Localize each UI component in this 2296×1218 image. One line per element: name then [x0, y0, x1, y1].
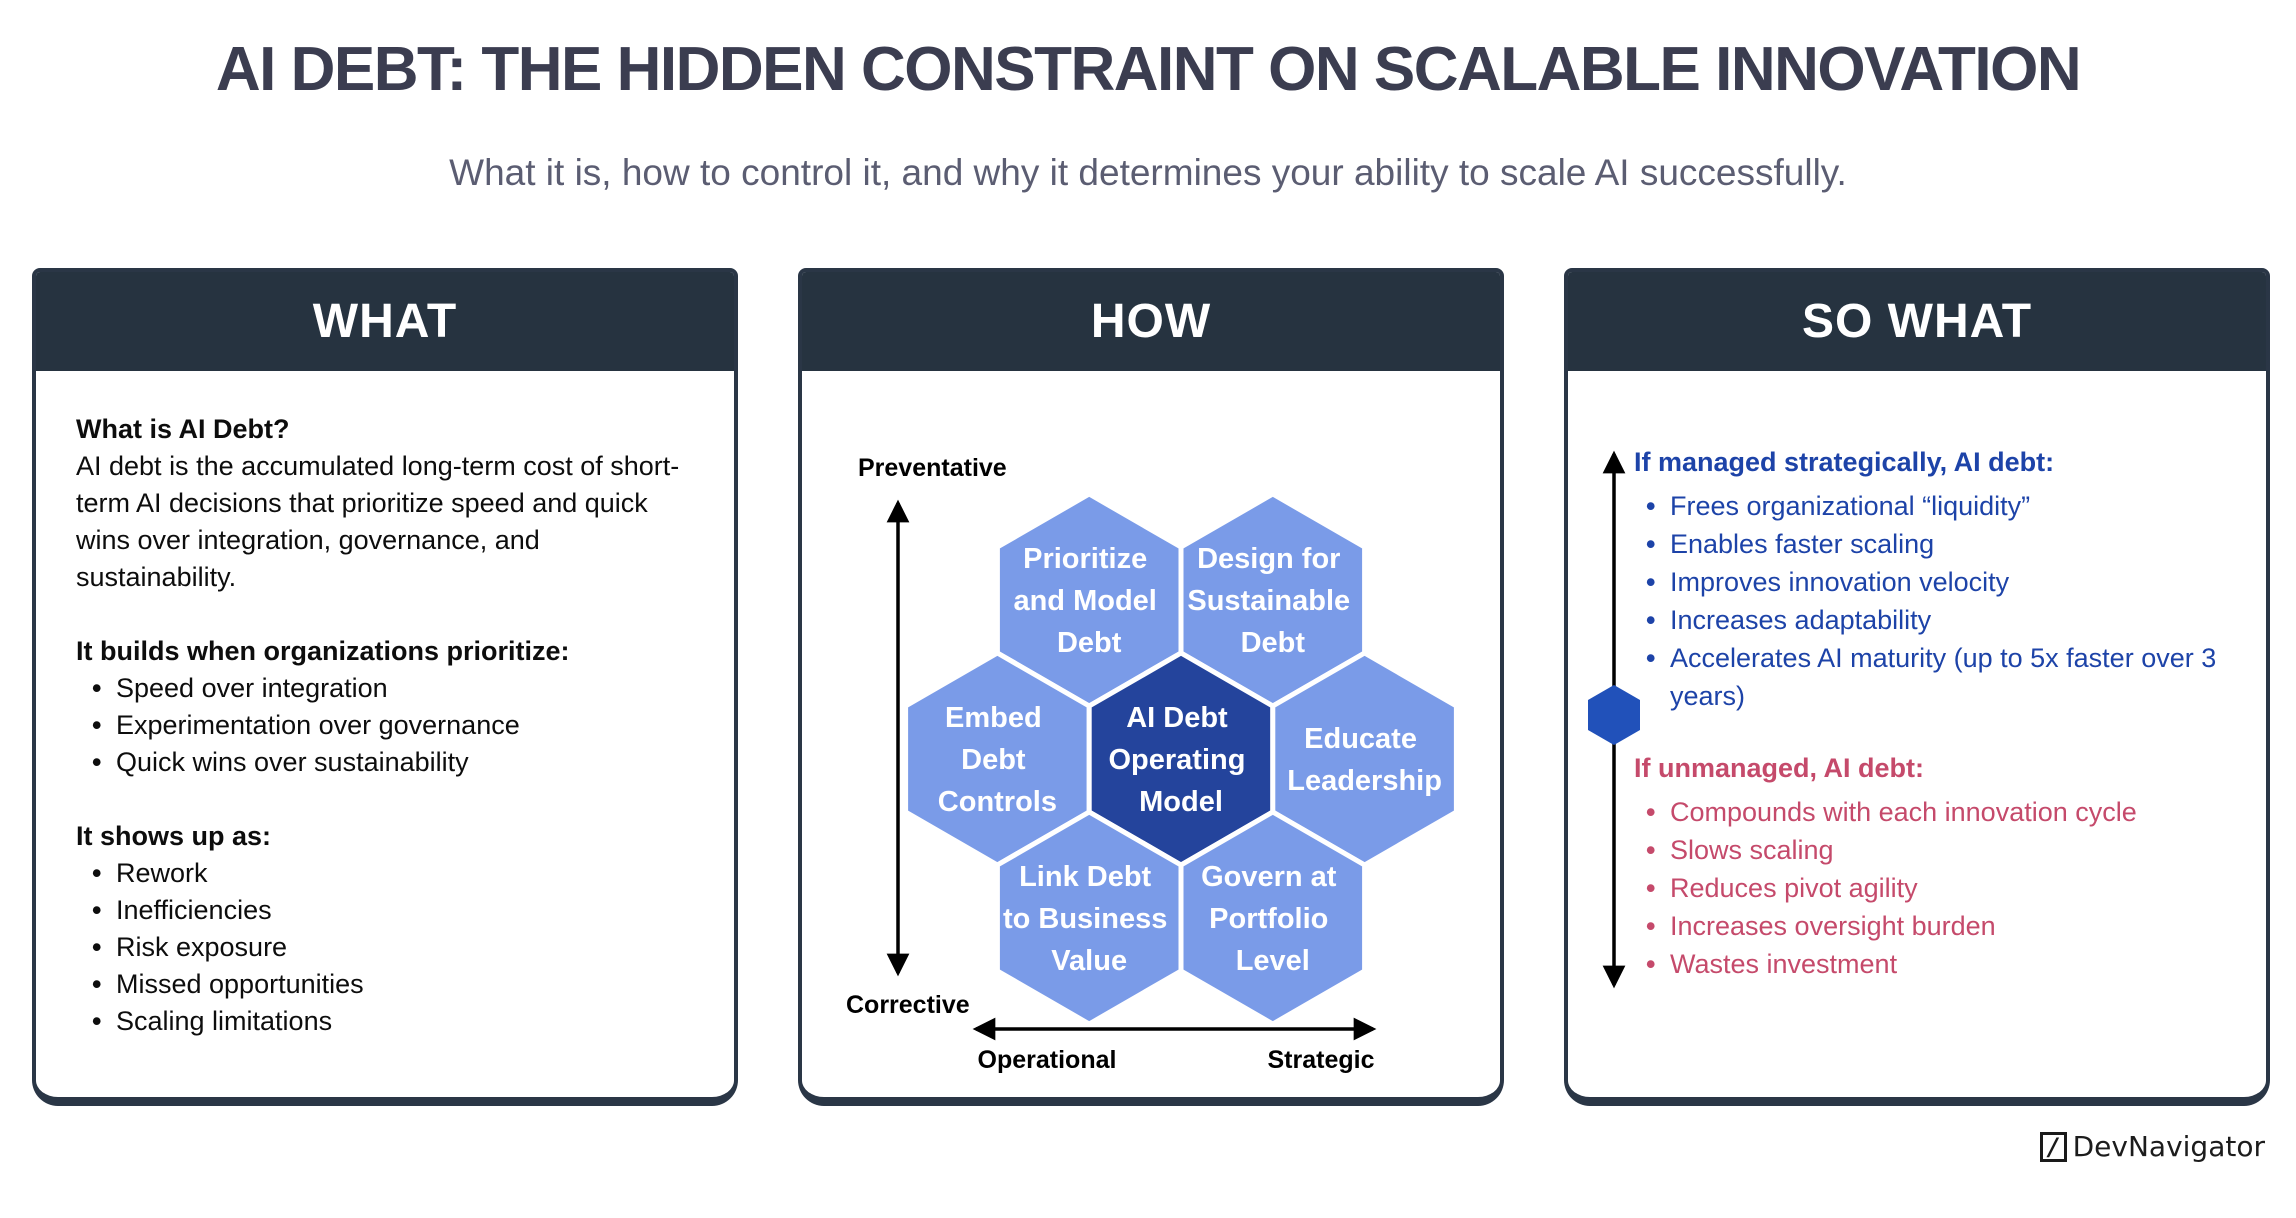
list-item: Missed opportunities: [76, 966, 704, 1003]
how-panel-body: Preventative Corrective Operational Stra…: [802, 371, 1500, 1093]
what-panel-header: WHAT: [36, 272, 734, 371]
brand-name: DevNavigator: [2072, 1130, 2265, 1163]
list-item: Inefficiencies: [76, 892, 704, 929]
what-panel-body: What is AI Debt? AI debt is the accumula…: [36, 371, 734, 1093]
so-what-panel-body: If managed strategically, AI debt: Frees…: [1568, 371, 2266, 1093]
hexagon-label: AI Debt Operating Model: [1108, 702, 1253, 818]
unmanaged-block: If unmanaged, AI debt: Compounds with ea…: [1634, 749, 2248, 983]
hexagon-label: Design for Sustainable Debt: [1187, 543, 1358, 659]
list-item: Increases oversight burden: [1634, 907, 2248, 945]
hexagon-govern-at-portfolio-level: [1178, 809, 1368, 1027]
list-item: Wastes investment: [1634, 945, 2248, 983]
hexagon-matrix-diagram: Preventative Corrective Operational Stra…: [846, 454, 1459, 1074]
managed-list: Frees organizational “liquidity” Enables…: [1634, 487, 2248, 715]
so-what-panel: SO WHAT If managed strategically, AI deb…: [1564, 268, 2270, 1106]
how-panel: HOW Preventative Corrective Operational …: [798, 268, 1504, 1106]
axis-label-corrective: Corrective: [846, 991, 970, 1019]
list-item: Accelerates AI maturity (up to 5x faster…: [1634, 639, 2248, 715]
hexagon-marker-icon: [1588, 685, 1640, 745]
spectrum-arrow-graphic: [1588, 450, 1640, 989]
shows-list: Rework Inefficiencies Risk exposure Miss…: [76, 855, 704, 1040]
list-item: Frees organizational “liquidity”: [1634, 487, 2248, 525]
what-panel-title: WHAT: [312, 295, 458, 348]
builds-list: Speed over integration Experimentation o…: [76, 670, 704, 781]
page-title: AI DEBT: THE HIDDEN CONSTRAINT ON SCALAB…: [215, 35, 2082, 104]
brand-logo: / DevNavigator: [2039, 1130, 2265, 1163]
so-what-panel-title: SO WHAT: [1801, 295, 2033, 348]
hexagon-label: Govern at Portfolio Level: [1201, 861, 1344, 977]
hexagon-label: Embed Debt Controls: [938, 702, 1057, 818]
list-item: Rework: [76, 855, 704, 892]
list-item: Increases adaptability: [1634, 601, 2248, 639]
shows-heading: It shows up as:: [76, 821, 272, 851]
definition-text: AI debt is the accumulated long-term cos…: [76, 451, 680, 592]
list-item: Improves innovation velocity: [1634, 563, 2248, 601]
hexagon-label: Prioritize and Model Debt: [1013, 543, 1164, 659]
managed-block: If managed strategically, AI debt: Frees…: [1634, 443, 2248, 715]
axis-label-strategic: Strategic: [1268, 1046, 1375, 1074]
list-item: Scaling limitations: [76, 1003, 704, 1040]
how-panel-header: HOW: [802, 272, 1500, 371]
builds-heading: It builds when organizations prioritize:: [76, 636, 570, 666]
list-item: Risk exposure: [76, 929, 704, 966]
what-panel: WHAT What is AI Debt? AI debt is the acc…: [32, 268, 738, 1106]
list-item: Enables faster scaling: [1634, 525, 2248, 563]
slash-box-icon: /: [2039, 1131, 2067, 1162]
managed-heading: If managed strategically, AI debt:: [1634, 447, 2055, 477]
hexagon-label: Educate Leadership: [1287, 723, 1442, 797]
how-panel-title: HOW: [1090, 295, 1212, 348]
axis-label-preventative: Preventative: [858, 454, 1007, 482]
page-subtitle: What it is, how to control it, and why i…: [449, 152, 1847, 193]
hexagon-label: Link Debt to Business Value: [1003, 861, 1175, 977]
list-item: Compounds with each innovation cycle: [1634, 793, 2248, 831]
definition-heading: What is AI Debt?: [76, 414, 290, 444]
list-item: Speed over integration: [76, 670, 704, 707]
list-item: Slows scaling: [1634, 831, 2248, 869]
list-item: Reduces pivot agility: [1634, 869, 2248, 907]
axis-label-operational: Operational: [978, 1046, 1117, 1074]
list-item: Quick wins over sustainability: [76, 744, 704, 781]
unmanaged-list: Compounds with each innovation cycle Slo…: [1634, 793, 2248, 983]
list-item: Experimentation over governance: [76, 707, 704, 744]
unmanaged-heading: If unmanaged, AI debt:: [1634, 753, 1924, 783]
so-what-panel-header: SO WHAT: [1568, 272, 2266, 371]
